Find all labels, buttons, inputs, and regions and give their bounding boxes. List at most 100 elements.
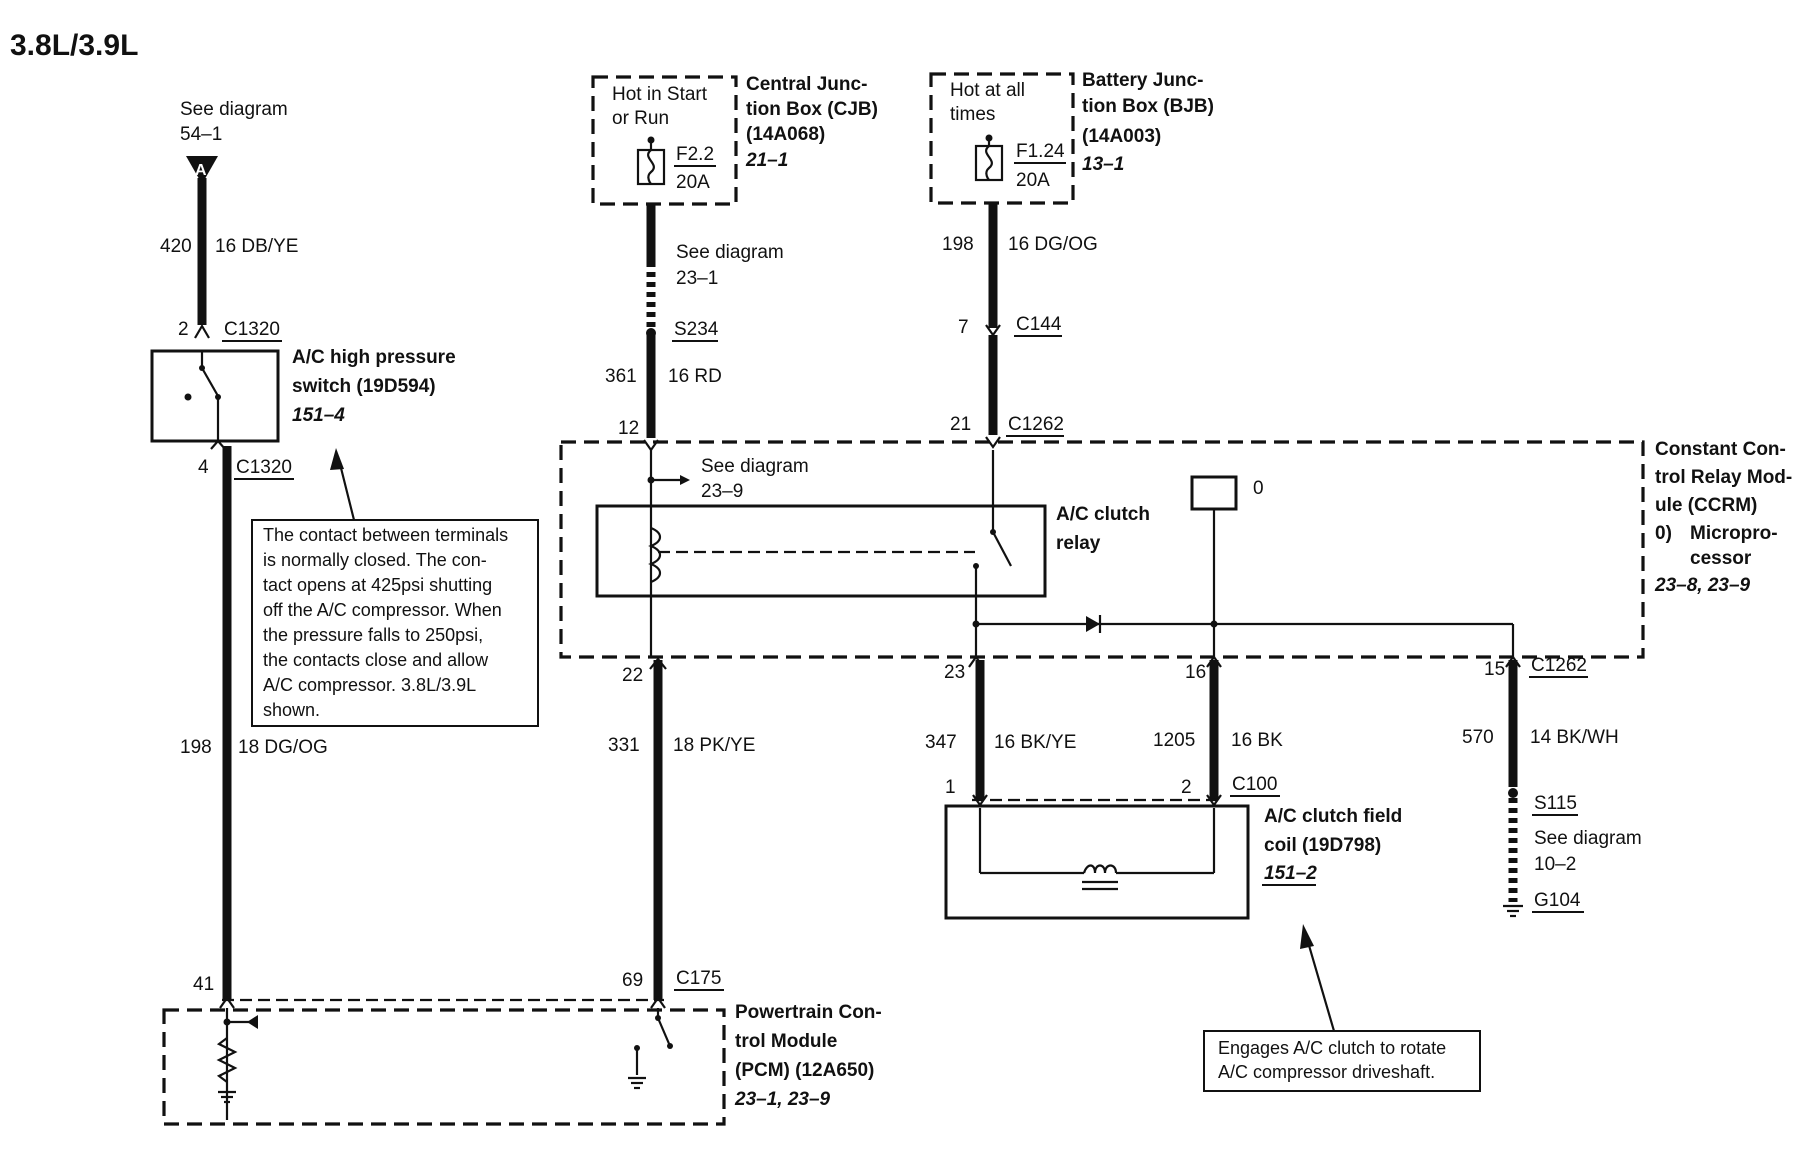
ccrm-name-2: trol Relay Mod- bbox=[1655, 467, 1792, 488]
hp-switch-ref: 151–4 bbox=[292, 405, 345, 426]
connector-a-arrow-icon bbox=[186, 156, 218, 184]
hp-switch-contact-point bbox=[215, 394, 221, 400]
clutch-coil-ref: 151–2 bbox=[1264, 863, 1317, 884]
ccrm-pin-22: 22 bbox=[622, 665, 643, 686]
bjb-branch: Hot at all times F1.24 20A Battery Junc-… bbox=[929, 70, 1214, 449]
arrow-head-icon bbox=[680, 475, 690, 485]
relay-name-2: relay bbox=[1056, 533, 1101, 554]
ground-icon bbox=[1503, 904, 1523, 918]
lower-wires: 22 23 16 15 C1262 331 18 PK/YE 347 16 BK… bbox=[608, 655, 1619, 1000]
arrow-head-icon bbox=[330, 448, 344, 470]
connector-terminal-icon bbox=[985, 436, 1001, 449]
fuse-element-icon bbox=[647, 149, 655, 185]
cjb-box bbox=[591, 75, 738, 206]
circuit-1205-wire: 16 BK bbox=[1231, 730, 1283, 751]
hps-note-leader bbox=[337, 459, 356, 521]
circuit-331-number: 331 bbox=[608, 735, 640, 756]
hp-switch-name-2: switch (19D594) bbox=[292, 376, 436, 397]
hp-switch-dot bbox=[184, 393, 192, 401]
clutch-note-line: Engages A/C clutch to rotate bbox=[1218, 1038, 1446, 1058]
arrow-head-icon bbox=[247, 1015, 258, 1029]
bjb-name-1: Battery Junc- bbox=[1082, 70, 1203, 91]
clutch-coil-box bbox=[944, 804, 1250, 920]
ccrm-item-1: Micropro- bbox=[1690, 523, 1778, 544]
fuse-icon bbox=[974, 144, 1004, 182]
clutch-note-line: A/C compressor driveshaft. bbox=[1218, 1062, 1435, 1082]
hps-note-box bbox=[251, 519, 539, 727]
connector-terminal-icon bbox=[219, 996, 235, 1009]
bjb-box bbox=[929, 72, 1075, 205]
c144-connector: C144 bbox=[1016, 314, 1062, 335]
diode-icon bbox=[1086, 616, 1100, 632]
hps-note-text: The contact between terminals is normall… bbox=[263, 525, 508, 720]
cjb-name-3: (14A068) bbox=[746, 124, 825, 145]
relay-coil-icon bbox=[648, 526, 662, 584]
bjb-hot-1: Hot at all bbox=[950, 80, 1025, 101]
bjb-hot-2: times bbox=[950, 104, 995, 125]
pcm-ref: 23–1, 23–9 bbox=[734, 1089, 831, 1110]
bjb-name-3: (14A003) bbox=[1082, 126, 1161, 147]
circuit-570-number: 570 bbox=[1462, 727, 1494, 748]
clutch-coil-name-1: A/C clutch field bbox=[1264, 806, 1402, 827]
pcm-resistor-icon bbox=[216, 1037, 238, 1083]
bus-node bbox=[1210, 620, 1218, 628]
hp-switch-box bbox=[150, 349, 280, 443]
ccrm-pin-23: 23 bbox=[944, 662, 965, 683]
ground-ref-label: See diagram bbox=[1534, 828, 1642, 849]
circuit-198-left-number: 198 bbox=[180, 737, 212, 758]
relay-contact-pivot bbox=[990, 529, 996, 535]
circuit-361-wire: 16 RD bbox=[668, 366, 722, 387]
ccrm-item-2: cessor bbox=[1690, 548, 1752, 569]
cjb-ref: 21–1 bbox=[745, 150, 788, 171]
circuit-570-wire: 14 BK/WH bbox=[1530, 727, 1619, 748]
circuit-420-number: 420 bbox=[160, 236, 192, 257]
hps-note-line: is normally closed. The con- bbox=[263, 550, 487, 570]
hps-note-line: the pressure falls to 250psi, bbox=[263, 625, 483, 645]
ccrm-pins-connector: C1262 bbox=[1531, 655, 1587, 676]
circuit-347-number: 347 bbox=[925, 732, 957, 753]
connector-terminal-icon bbox=[194, 323, 210, 339]
connector-a-ref-number: 54–1 bbox=[180, 124, 222, 145]
c100-pin-1: 1 bbox=[945, 777, 956, 798]
hps-note-line: the contacts close and allow bbox=[263, 650, 489, 670]
fuse-element-icon bbox=[985, 145, 993, 181]
clutch-coil: 1 2 C100 A/C clutch field coil (19D798) … bbox=[944, 774, 1402, 920]
hps-note-line: shown. bbox=[263, 700, 320, 720]
hp-switch-branch: See diagram 54–1 A 420 16 DB/YE 2 C1320 … bbox=[150, 99, 539, 1000]
connector-terminal-icon bbox=[649, 657, 667, 670]
ccrm-ref-number: 23–9 bbox=[701, 481, 743, 502]
bjb-ref: 13–1 bbox=[1082, 154, 1124, 175]
circuit-198-bjb-wire: 16 DG/OG bbox=[1008, 234, 1098, 255]
clutch-coil-name-2: coil (19D798) bbox=[1264, 835, 1381, 856]
clutch-note-leader bbox=[1306, 941, 1336, 1032]
bjb-name-2: tion Box (BJB) bbox=[1082, 96, 1214, 117]
hp-switch-name-1: A/C high pressure bbox=[292, 347, 456, 368]
circuit-347-wire: 16 BK/YE bbox=[994, 732, 1076, 753]
pcm-box bbox=[162, 1008, 726, 1126]
cjb-name-1: Central Junc- bbox=[746, 74, 867, 95]
ccrm-item-num: 0) bbox=[1655, 523, 1672, 544]
hp-switch-contact-icon bbox=[201, 367, 219, 397]
c100-pin-2: 2 bbox=[1181, 777, 1192, 798]
connector-terminal-icon bbox=[1206, 655, 1222, 668]
c100-connector: C100 bbox=[1232, 774, 1277, 795]
ccrm-top-connector: C1262 bbox=[1008, 414, 1064, 435]
hps-bottom-pin: 4 bbox=[198, 457, 209, 478]
ccrm-ref: 23–8, 23–9 bbox=[1654, 575, 1751, 596]
ground-branch: S115 See diagram 10–2 G104 bbox=[1503, 788, 1642, 918]
ccrm-ref-label: See diagram bbox=[701, 456, 809, 477]
cjb-ref-number: 23–1 bbox=[676, 268, 718, 289]
circuit-420-wire: 16 DB/YE bbox=[215, 236, 298, 257]
pcm-name-2: trol Module bbox=[735, 1031, 837, 1052]
fuse-icon bbox=[636, 148, 666, 186]
cjb-rating: 20A bbox=[676, 172, 710, 193]
hps-note-line: The contact between terminals bbox=[263, 525, 508, 545]
cjb-hot-2: or Run bbox=[612, 108, 669, 129]
ccrm-top-pin: 21 bbox=[950, 414, 971, 435]
engine-title: 3.8L/3.9L bbox=[10, 29, 138, 62]
ccrm-pin-12: 12 bbox=[618, 418, 639, 439]
pcm-name-1: Powertrain Con- bbox=[735, 1002, 882, 1023]
hps-note-line: tact opens at 425psi shutting bbox=[263, 575, 492, 595]
cjb-fuse: F2.2 bbox=[676, 144, 714, 165]
